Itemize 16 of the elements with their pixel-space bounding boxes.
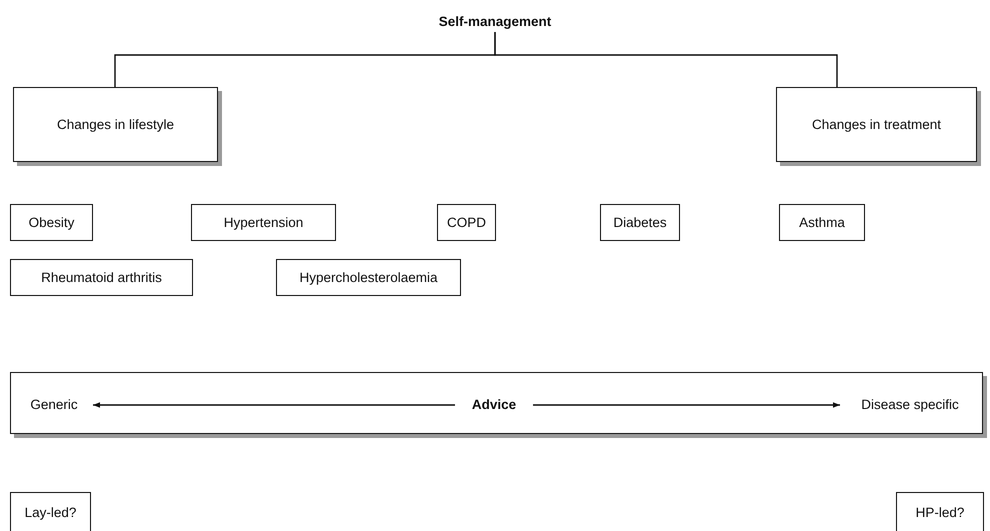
condition-box: Asthma <box>779 204 865 241</box>
condition-box: Diabetes <box>600 204 680 241</box>
spectrum-center-label: Advice <box>463 393 525 415</box>
condition-box: COPD <box>437 204 496 241</box>
spectrum-end-label: Generic <box>21 393 87 415</box>
arrow <box>533 402 840 408</box>
heading: Self-management <box>430 10 560 32</box>
connector-line <box>494 32 838 87</box>
arrow <box>93 402 455 408</box>
option-box: HP-led? <box>896 492 984 531</box>
option-box: Lay-led? <box>10 492 91 531</box>
condition-box: Obesity <box>10 204 93 241</box>
condition-box: Hypertension <box>191 204 336 241</box>
condition-box: Rheumatoid arthritis <box>10 259 193 296</box>
spectrum-end-label: Disease specific <box>846 393 974 415</box>
condition-box: Hypercholesterolaemia <box>276 259 461 296</box>
